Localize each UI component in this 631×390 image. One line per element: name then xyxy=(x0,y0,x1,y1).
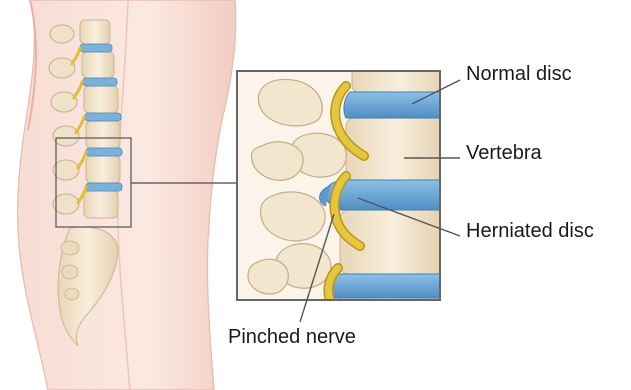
label-vertebra: Vertebra xyxy=(466,143,542,163)
normal-disc-graphic xyxy=(344,92,448,118)
label-normal-disc: Normal disc xyxy=(466,64,572,84)
inset-view xyxy=(237,60,448,328)
label-herniated-disc: Herniated disc xyxy=(466,221,594,241)
body-silhouette xyxy=(18,0,236,390)
label-pinched-nerve: Pinched nerve xyxy=(228,327,356,347)
